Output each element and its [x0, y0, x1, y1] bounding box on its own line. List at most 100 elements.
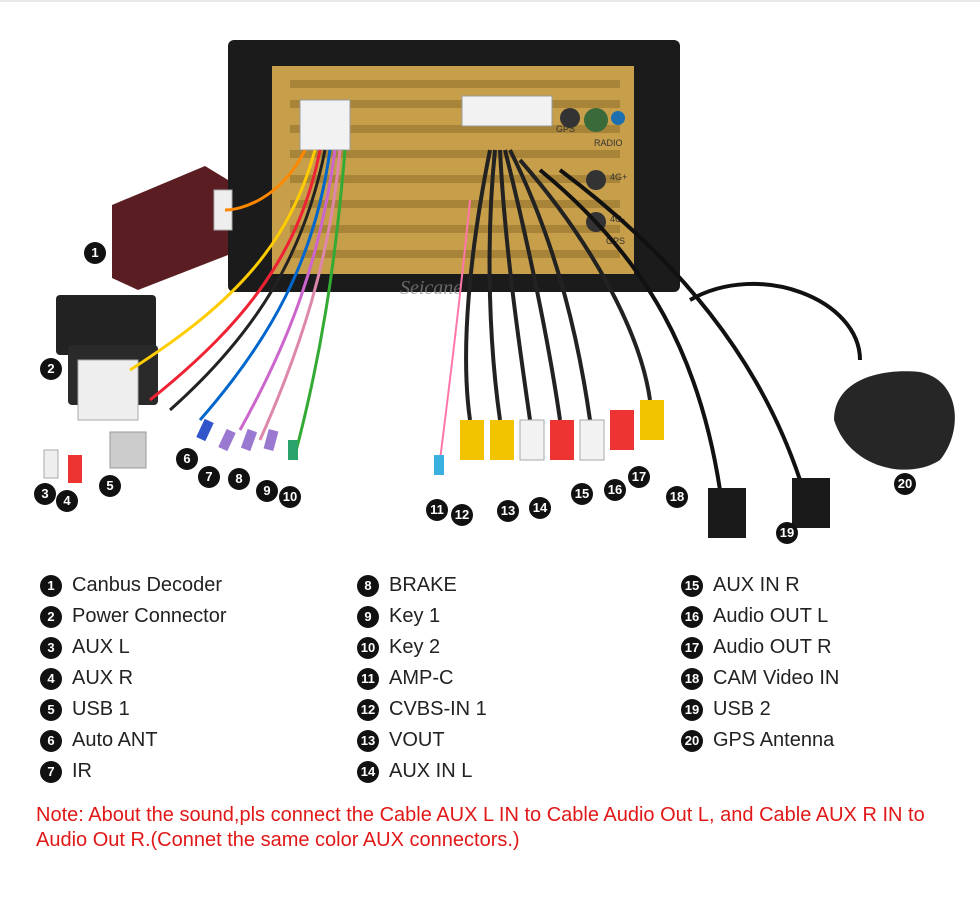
gps-port — [560, 108, 580, 128]
legend-number: 12 — [357, 698, 379, 721]
legend-label: CVBS-IN 1 — [389, 698, 487, 720]
legend-item: 7 IR — [40, 756, 227, 787]
legend-label: USB 2 — [713, 698, 771, 720]
top-divider — [0, 0, 980, 2]
main-harness-socket — [299, 99, 351, 151]
main-wire-bundle — [129, 149, 347, 456]
usb2-plug-a — [708, 488, 746, 538]
legend-number: 2 — [40, 605, 62, 628]
legend-item: 13 VOUT — [357, 725, 487, 756]
legend-number: 6 — [40, 729, 62, 752]
legend-label: Canbus Decoder — [72, 574, 223, 596]
legend-number: 19 — [681, 698, 703, 721]
callout-19: 19 — [776, 522, 798, 544]
legend-number: 9 — [357, 605, 379, 628]
legend-number: 15 — [681, 574, 703, 597]
usb1-plug — [109, 431, 147, 469]
callout-14: 14 — [529, 497, 551, 519]
radio-port — [584, 108, 608, 132]
callout-6: 6 — [176, 448, 198, 470]
legend-item: 6 Auto ANT — [40, 725, 227, 756]
canbus-decoder — [112, 166, 228, 290]
callout-17: 17 — [628, 466, 650, 488]
callout-15: 15 — [571, 483, 593, 505]
panel-vents — [290, 80, 620, 258]
legend-number: 10 — [357, 636, 379, 659]
legend-number: 13 — [357, 729, 379, 752]
label-radio: RADIO — [594, 138, 623, 148]
legend-number: 14 — [357, 760, 379, 783]
aux-harness-socket — [461, 95, 553, 127]
rca-cables — [439, 149, 652, 461]
rca-plugs — [434, 400, 664, 475]
wiring-diagram: GPS RADIO 4G+ 4G- GPS Seicane — [43, 40, 955, 538]
legend-label: Key 2 — [389, 636, 441, 658]
legend-label: Audio OUT R — [713, 636, 832, 658]
legend-item: 5 USB 1 — [40, 694, 227, 725]
watermark: Seicane — [400, 277, 462, 299]
callout-4: 4 — [56, 490, 78, 512]
legend-number: 5 — [40, 698, 62, 721]
callout-13: 13 — [497, 500, 519, 522]
legend-label: Power Connector — [72, 605, 227, 627]
label-gps-2: GPS — [606, 236, 625, 246]
4g-port-a — [586, 170, 606, 190]
callout-16: 16 — [604, 479, 626, 501]
legend-item: 10 Key 2 — [357, 632, 487, 663]
legend-item: 12 CVBS-IN 1 — [357, 694, 487, 725]
legend-item: 1 Canbus Decoder — [40, 570, 227, 601]
legend-label: AUX IN R — [713, 574, 800, 596]
legend-number: 17 — [681, 636, 703, 659]
legend-number: 20 — [681, 729, 703, 752]
callout-20: 20 — [894, 473, 916, 495]
legend-label: AUX L — [72, 636, 130, 658]
legend-item: 4 AUX R — [40, 663, 227, 694]
legend-item: 15 AUX IN R — [681, 570, 839, 601]
legend-number: 4 — [40, 667, 62, 690]
legend-item: 17 Audio OUT R — [681, 632, 839, 663]
legend-label: USB 1 — [72, 698, 130, 720]
callout-7: 7 — [198, 466, 220, 488]
callout-5: 5 — [99, 475, 121, 497]
legend-item: 19 USB 2 — [681, 694, 839, 725]
legend-number: 16 — [681, 605, 703, 628]
legend-label: Key 1 — [389, 605, 441, 627]
legend-column-2: 8 BRAKE 9 Key 1 10 Key 2 11 AMP-C 12 CVBS-IN … — [357, 570, 487, 787]
callout-2: 2 — [40, 358, 62, 380]
label-4g-a: 4G+ — [610, 172, 627, 182]
aux-r-plug — [68, 455, 82, 483]
legend-label: CAM Video IN — [713, 667, 840, 689]
legend-item: 11 AMP-C — [357, 663, 487, 694]
callout-18: 18 — [666, 486, 688, 508]
legend-label: Auto ANT — [72, 729, 158, 751]
legend-item: 8 BRAKE — [357, 570, 487, 601]
aux-l-plug — [43, 449, 59, 479]
power-connector — [56, 295, 156, 355]
legend-label: AMP-C — [389, 667, 454, 689]
legend-number: 11 — [357, 667, 379, 690]
legend-label: IR — [72, 760, 92, 782]
legend-label: BRAKE — [389, 574, 457, 596]
callout-12: 12 — [451, 504, 473, 526]
legend-item: 9 Key 1 — [357, 601, 487, 632]
legend-item: 2 Power Connector — [40, 601, 227, 632]
callout-11: 11 — [426, 499, 448, 521]
legend-label: AUX R — [72, 667, 134, 689]
legend-label: VOUT — [389, 729, 445, 751]
legend-item: 16 Audio OUT L — [681, 601, 839, 632]
callout-3: 3 — [34, 483, 56, 505]
legend-number: 1 — [40, 574, 62, 597]
usb2-plug-b — [792, 478, 830, 528]
callout-9: 9 — [256, 480, 278, 502]
legend-column-3: 15 AUX IN R 16 Audio OUT L 17 Audio OUT R 1… — [681, 570, 839, 756]
legend-label: Audio OUT L — [713, 605, 829, 627]
gps-antenna — [834, 371, 955, 470]
legend-number: 8 — [357, 574, 379, 597]
callout-10: 10 — [279, 486, 301, 508]
legend-number: 7 — [40, 760, 62, 783]
